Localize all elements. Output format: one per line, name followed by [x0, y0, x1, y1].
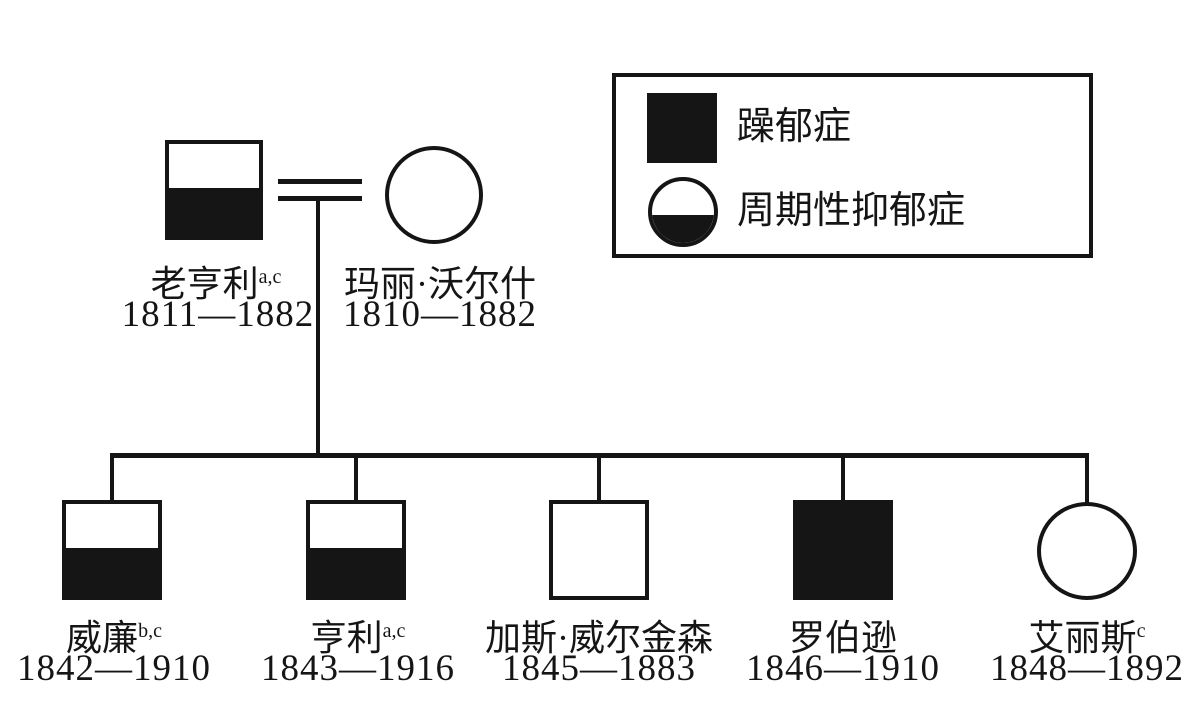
child-2-symbol-half-filled-square [306, 500, 406, 600]
child-3-symbol-empty-square [549, 500, 649, 600]
father-name: 老亨利a,c [151, 258, 282, 303]
half-fill [66, 548, 158, 596]
father-symbol-half-filled-square [165, 140, 263, 240]
child-4-symbol-filled-square [793, 500, 893, 600]
mother-name: 玛丽·沃尔什 [344, 258, 536, 303]
half-fill [169, 188, 259, 236]
child-2-superscript: a,c [382, 620, 406, 642]
child-2-name-text: 亨利 [310, 618, 383, 658]
filled-square-icon [647, 93, 717, 163]
parent-descent-line [316, 199, 320, 457]
father-superscript: a,c [258, 266, 282, 288]
child-3-name-text: 加斯·威尔金森 [485, 618, 713, 658]
child-5-name-text: 艾丽斯 [1028, 618, 1137, 658]
child-drop-line-2 [354, 455, 358, 502]
child-drop-line-3 [597, 455, 601, 502]
child-1-symbol-half-filled-square [62, 500, 162, 600]
mother-dates: 1810—1882 [343, 294, 537, 335]
half-filled-circle-icon [648, 177, 718, 247]
legend-label-cyclic-depression: 周期性抑郁症 [737, 190, 966, 232]
marriage-line-bottom [278, 196, 362, 201]
child-1-dates: 1842—1910 [17, 648, 211, 689]
child-3-dates: 1845—1883 [502, 648, 696, 689]
father-dates: 1811—1882 [121, 294, 315, 335]
child-2-name: 亨利a,c [311, 612, 406, 657]
child-drop-line-1 [110, 455, 114, 502]
child-3-name: 加斯·威尔金森 [485, 612, 713, 657]
mother-name-text: 玛丽·沃尔什 [344, 264, 536, 304]
child-1-name-text: 威廉 [66, 618, 139, 658]
child-drop-line-4 [841, 455, 845, 502]
child-5-superscript: c [1136, 620, 1146, 642]
legend-label-manic-depression: 躁郁症 [737, 106, 852, 148]
half-fill [652, 214, 714, 243]
child-1-name: 威廉b,c [66, 612, 162, 657]
child-2-dates: 1843—1916 [261, 648, 455, 689]
child-1-superscript: b,c [138, 620, 162, 642]
child-drop-line-5 [1085, 455, 1089, 504]
father-name-text: 老亨利 [150, 264, 259, 304]
child-4-name: 罗伯逊 [789, 612, 897, 657]
child-4-dates: 1846—1910 [746, 648, 940, 689]
child-5-dates: 1848—1892 [990, 648, 1184, 689]
legend-box: 躁郁症 周期性抑郁症 [612, 73, 1093, 258]
mother-symbol-empty-circle [385, 146, 483, 244]
child-4-name-text: 罗伯逊 [788, 618, 898, 658]
half-fill [310, 548, 402, 596]
child-5-symbol-empty-circle [1037, 502, 1137, 600]
marriage-line-top [278, 179, 362, 184]
child-5-name: 艾丽斯c [1029, 612, 1146, 657]
